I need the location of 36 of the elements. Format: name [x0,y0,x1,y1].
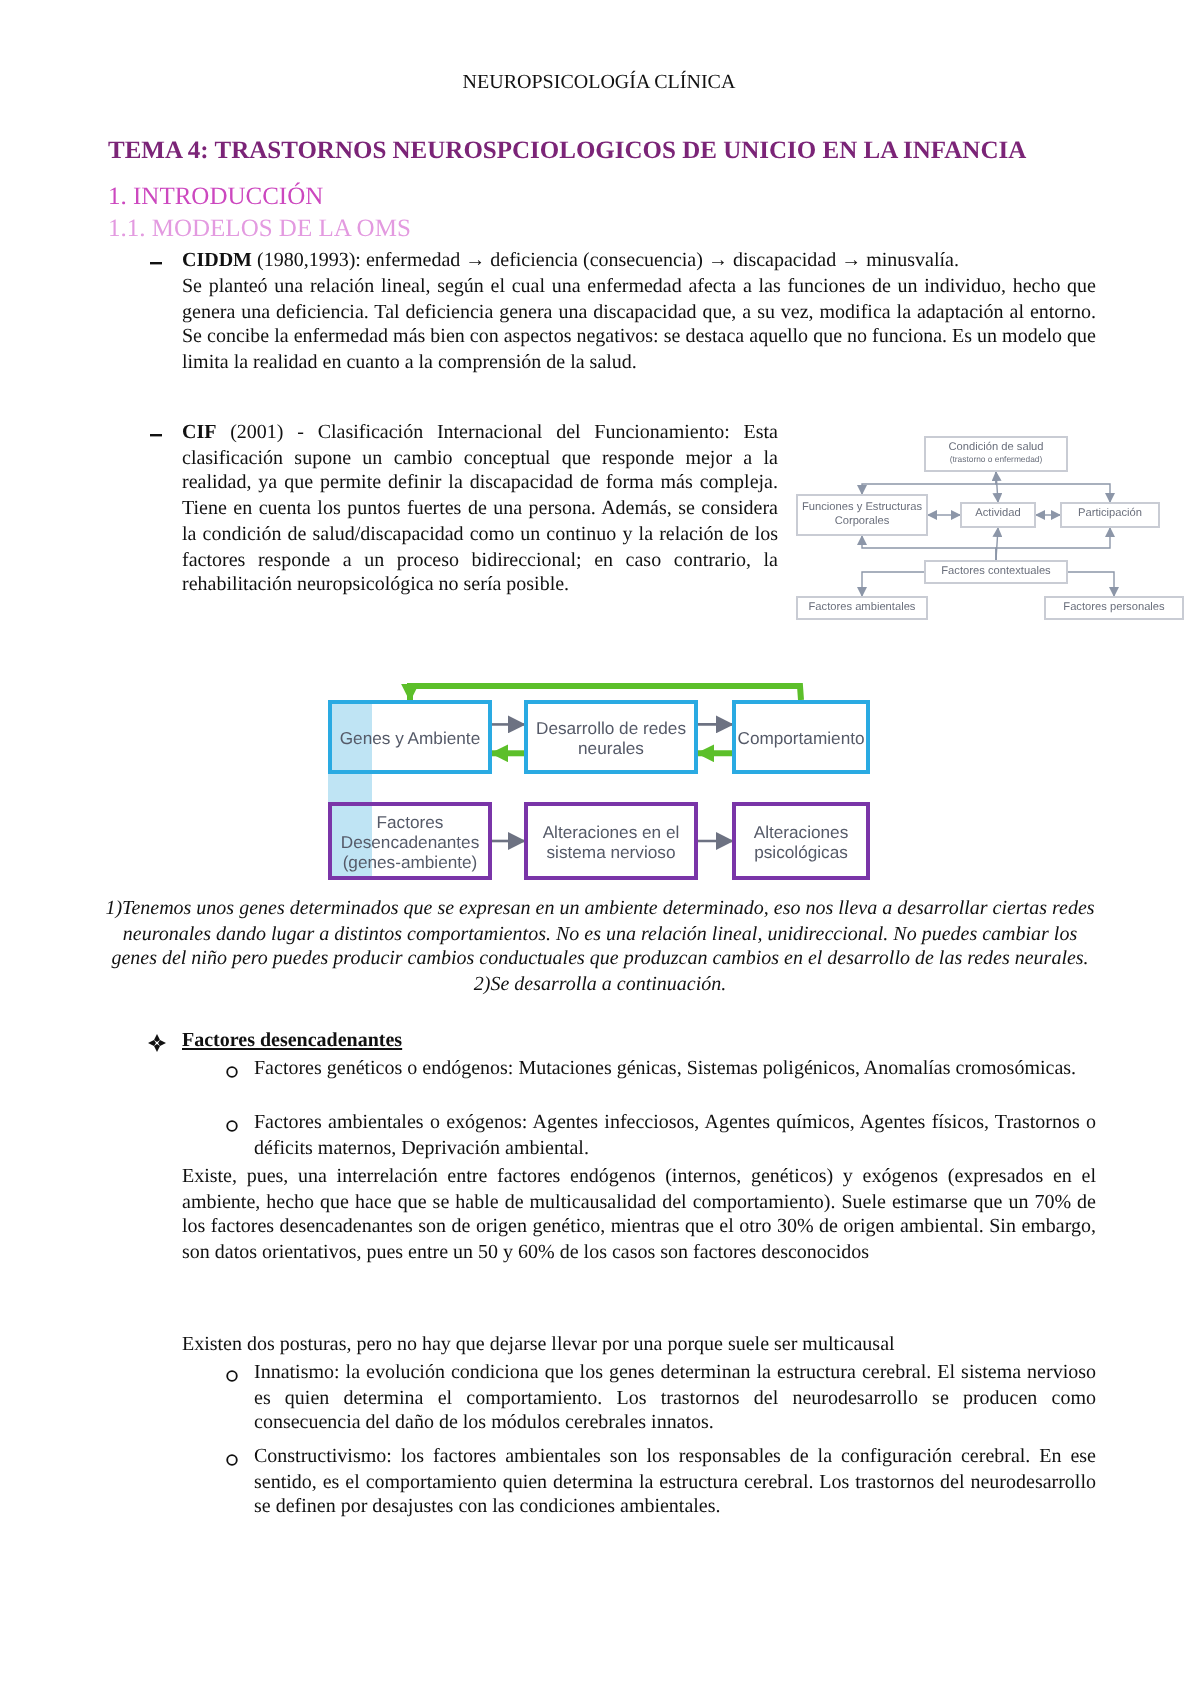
process-box [924,436,1068,472]
list-item: Factores genéticos o endógenos: Mutaciones génicas, Sistemas poligénicos, Anomalías cromosómicas. [254,1058,1079,1084]
process-box: Alteraciones psicológicas [732,802,870,880]
section-title: TEMA 4: TRASTORNOS NEUROSPCIOLOGICOS DE UNICIO EN LA INFANCIA [108,138,1029,164]
arrow [991,471,1003,503]
arrow [927,510,961,520]
arrow [698,715,734,734]
arrow [1035,510,1061,520]
list-item: Constructivismo: los factores ambientales son los responsables de la configuración cerebral. En ese sentido, es el comportamiento quien determina la estructura cerebral. Los trastornos del neurodesarrollo se definen por desajustes con las condiciones ambientales. [254,1446,1096,1523]
subsection-heading: 1.1. MODELOS DE LA OMS [108,216,413,242]
list-item: CIDDM (1980,1993): enfermedad → deficiencia (consecuencia) → discapacidad → minusvalía. [182,250,961,276]
process-box: Comportamiento [732,700,870,774]
process-box: Desarrollo de redes neurales [524,700,698,774]
arrow [995,471,1115,503]
list-item: CIF (2001) - Clasificación Internacional del Funcionamiento: Esta clasificación supone un cambio conceptual que responde mejor a la realidad, ya que permite definir la discapacidad de forma más compleja. Tiene en cuenta los puntos fuertes de una persona. Además, se considera la condición de salud/discapacidad como un continuo y la relación de los factores responde a un proceso bidireccional; en caso contrario, la rehabilitación neuropsicológica no sería posible. [182,422,778,600]
arrow [490,744,524,763]
paragraph: Existe, pues, una interrelación entre factores endógenos (internos, genéticos) y exógenos (expresados en el ambiente, hecho que hace que se hable de multicausalidad del comportamiento). Suele estimarse que un 70% de los factores desencadenantes son de origen genético, mientras que el otro 30% de origen ambiental. Sin embargo, son datos orientativos, pues entre un 50 y 60% de los casos son factores desconocidos [182,1166,1096,1268]
process-box: Factores Desencadenantes (genes-ambiente) [328,802,492,880]
arrow [995,527,1115,561]
page-header: NEUROPSICOLOGÍA CLÍNICA [460,72,738,98]
arrow [1067,571,1119,597]
section-heading: 1. INTRODUCCIÓN [108,184,326,210]
paragraph: Se planteó una relación lineal, según el cual una enfermedad afecta a las funciones de un individuo, hecho que genera una deficiencia. Tal deficiencia genera una discapacidad que, a su vez, modifica la adaptación al entorno. Se concibe la enfermedad más bien con aspectos negativos: se destaca aquello que no funciona. Es un modelo que limita la realidad en cuanto a la comprensión de la salud. [182,276,1096,378]
arrow [401,683,804,702]
arrow [698,832,734,850]
list-heading: Factores desencadenantes [182,1030,405,1056]
list-item: Innatismo: la evolución condiciona que los genes determinan la estructura cerebral. El sistema nervioso es quien determina el comportamiento. Los trastornos del neurodesarrollo se producen como consecuencia del daño de los módulos cerebrales innatos. [254,1362,1096,1439]
figure-caption: 1)Tenemos unos genes determinados que se expresan en un ambiente determinado, eso nos lleva a desarrollar ciertas redes neuronales dando lugar a distintos comportamientos. No es una relación lineal, unidireccional. No puedes cambiar los genes del niño pero puedes producir cambios conductuales que produzcan cambios en el desarrollo de las redes neurales. 2)Se desarrolla a continuación. [104,898,1096,1000]
paragraph: Existen dos posturas, pero no hay que dejarse llevar por una porque suele ser multicausal [182,1334,897,1360]
process-box: Alteraciones en el sistema nervioso [524,802,698,880]
arrow [492,832,526,850]
arrow [696,744,732,763]
process-box: Genes y Ambiente [328,700,492,774]
arrow [492,715,526,734]
arrow [857,571,925,597]
list-item: Factores ambientales o exógenos: Agentes infecciosos, Agentes químicos, Agentes físicos, Trastornos o déficits maternos, Deprivación ambiental. [254,1112,1096,1163]
